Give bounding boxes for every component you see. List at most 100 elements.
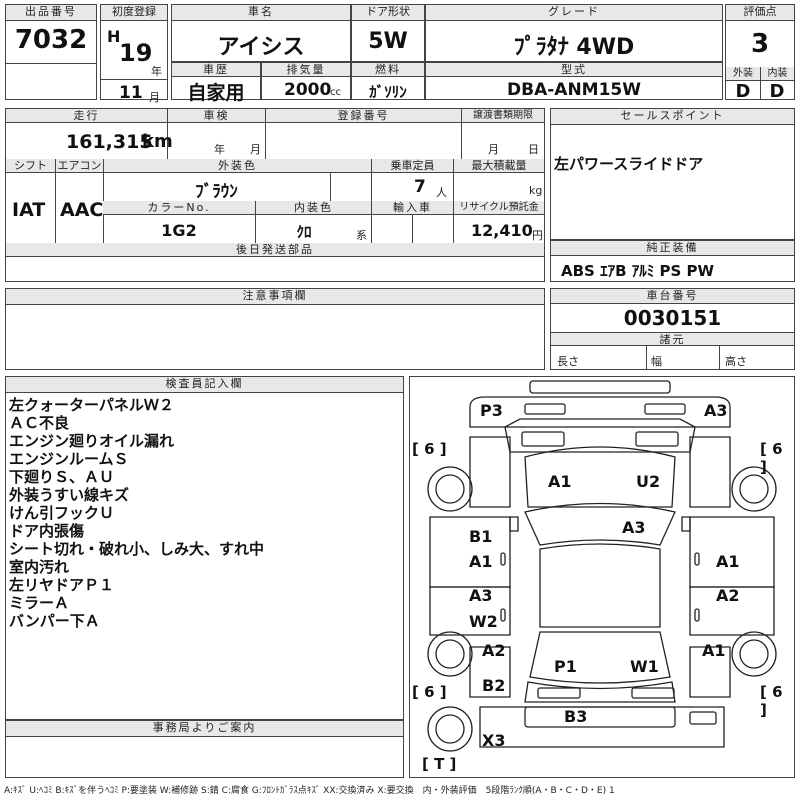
tire-indicator-front-left: [ 6 ] <box>412 440 447 458</box>
damage-hood-left: A1 <box>548 472 572 491</box>
int-color-unit: 系 <box>356 229 367 242</box>
inspector-lines: 左クォーターパネルＷ２ ＡＣ不良 エンジン廻りオイル漏れ エンジンルームＳ 下廻… <box>9 396 264 630</box>
grade: ﾌﾟﾗﾀﾅ 4WD <box>513 35 635 60</box>
first-reg-label: 初度登録 <box>101 5 167 21</box>
load-label: 最大積載量 <box>453 159 544 173</box>
capacity-unit: 人 <box>436 186 447 199</box>
registration-month: 11 <box>119 83 143 103</box>
sales-point-box: セールスポイント 左パワースライドドア <box>550 108 795 240</box>
inspection-year-unit: 年 <box>214 143 225 156</box>
capacity-label: 乗車定員 <box>371 159 453 173</box>
inspector-line: エンジン廻りオイル漏れ <box>9 432 175 450</box>
inspector-line: ミラーＡ <box>9 594 70 612</box>
sales-point-text: 左パワースライドドア <box>554 155 704 173</box>
grade-label: グレード <box>426 5 722 21</box>
recycle-unit: 円 <box>532 229 543 242</box>
first-registration-box: 初度登録 H 19 年 11 月 <box>100 4 168 104</box>
exterior-score: D <box>735 81 751 102</box>
damage-left-quarter-2: B2 <box>482 676 506 695</box>
displacement: 2000 <box>284 80 332 100</box>
ac-label: エアコン <box>55 159 103 173</box>
tire-indicator-front-right: [ 6 ] <box>760 440 783 476</box>
score-box: 評価点 3 外装 内装 D D <box>725 4 795 102</box>
length-label: 長さ <box>557 355 579 368</box>
exterior-label: 外装 <box>726 67 760 81</box>
load-unit: kg <box>529 184 543 197</box>
transfer-day-unit: 日 <box>528 143 539 156</box>
damage-left-rear-door-2: W2 <box>469 612 498 631</box>
inspector-line: シート切れ・破れ小、しみ大、すれ中 <box>9 540 265 558</box>
damage-rear-left: P1 <box>554 657 577 676</box>
damage-rear-corner: X3 <box>482 731 506 750</box>
capacity: 7 <box>414 177 426 197</box>
model: DBA-ANM15W <box>507 80 641 100</box>
later-parts-label: 後日発送部品 <box>6 243 544 257</box>
inspector-label: 検査員記入欄 <box>6 377 403 393</box>
inspector-line: 左リヤドアＰ１ <box>9 576 115 594</box>
damage-front-right: A3 <box>704 401 728 420</box>
interior-score: D <box>769 81 785 102</box>
car-outline <box>427 380 777 752</box>
damage-windshield: A3 <box>622 518 646 537</box>
damage-rear-right: W1 <box>630 657 659 676</box>
damage-rear-bumper: B3 <box>564 707 588 726</box>
int-color-label: 内装色 <box>255 201 371 215</box>
lot-number: 7032 <box>14 25 88 55</box>
damage-left-front-door-2: A1 <box>469 552 493 571</box>
inspector-line: エンジンルームＳ <box>9 450 129 468</box>
displacement-box: 排気量 2000 cc <box>261 62 351 100</box>
damage-hood-right: U2 <box>636 472 661 491</box>
car-name: アイシス <box>217 35 305 60</box>
model-label: 型式 <box>426 63 722 77</box>
inspector-box: 検査員記入欄 左クォーターパネルＷ２ ＡＣ不良 エンジン廻りオイル漏れ エンジン… <box>5 376 404 720</box>
office-label: 事務局よりご案内 <box>6 721 403 737</box>
ext-color: ﾌﾞﾗｳﾝ <box>195 182 238 202</box>
fuel: ｶﾞｿﾘﾝ <box>369 83 407 101</box>
damage-right-quarter: A1 <box>702 641 726 660</box>
history-label: 車歴 <box>172 63 260 77</box>
era: H <box>107 27 121 46</box>
mileage-label: 走行 <box>6 109 167 123</box>
damage-left-rear-door-1: A3 <box>469 586 493 605</box>
car-name-label: 車名 <box>172 5 350 21</box>
ext-color-label: 外装色 <box>103 159 371 173</box>
inspector-line: 下廻りＳ、ＡＵ <box>9 468 115 486</box>
shift: IAT <box>12 199 46 221</box>
info-table: 走行 車検 登録番号 譲渡書類期限 161,315 km 年 月 月 日 シフト… <box>5 108 545 282</box>
inspection-label: 車検 <box>167 109 265 123</box>
import-label: 輸入車 <box>371 201 453 215</box>
tire-indicator-rear-left: [ 6 ] <box>412 683 447 701</box>
inspector-line: 左クォーターパネルＷ２ <box>9 396 174 414</box>
mileage: 161,315 <box>66 131 153 153</box>
door-box: ドア形状 5W <box>351 4 425 62</box>
month-unit: 月 <box>149 91 160 104</box>
color-no-label: カラーNo. <box>103 201 255 215</box>
color-no: 1G2 <box>161 221 197 240</box>
recycle: 12,410 <box>471 221 533 240</box>
tire-indicator-rear-right: [ 6 ] <box>760 683 783 719</box>
inspection-month-unit: 月 <box>250 143 261 156</box>
history: 自家用 <box>187 82 245 104</box>
score: 3 <box>750 29 770 59</box>
history-box: 車歴 自家用 <box>171 62 261 104</box>
displacement-unit: cc <box>330 87 341 98</box>
sales-point-label: セールスポイント <box>551 109 794 125</box>
mileage-unit: km <box>142 131 173 152</box>
caution-box: 注意事項欄 <box>5 288 545 370</box>
recycle-label: リサイクル預託金 <box>453 201 544 215</box>
model-box: 型式 DBA-ANM15W <box>425 62 723 100</box>
door-label: ドア形状 <box>352 5 424 21</box>
car-diagram: [ 6 ] [ 6 ] [ 6 ] [ 6 ] [ T ] P3 A3 A1 U… <box>409 376 795 778</box>
equipment-label: 純正装備 <box>551 241 794 256</box>
transfer-label: 譲渡書類期限 <box>461 109 544 123</box>
caution-label: 注意事項欄 <box>6 289 544 305</box>
legend: A:ｷｽﾞ U:ﾍｺﾐ B:ｷｽﾞを伴うﾍｺﾐ P:要塗装 W:補修跡 S:錆 … <box>4 786 615 796</box>
damage-left-front-door-1: B1 <box>469 527 493 546</box>
damage-front-left: P3 <box>480 401 503 420</box>
fuel-box: 燃料 ｶﾞｿﾘﾝ <box>351 62 425 101</box>
car-name-box: 車名 アイシス <box>171 4 351 62</box>
inspector-line: 外装うすい線キズ <box>9 486 130 504</box>
inspector-line: ＡＣ不良 <box>9 414 70 432</box>
width-label: 幅 <box>651 355 662 368</box>
damage-right-front-door: A1 <box>716 552 740 571</box>
